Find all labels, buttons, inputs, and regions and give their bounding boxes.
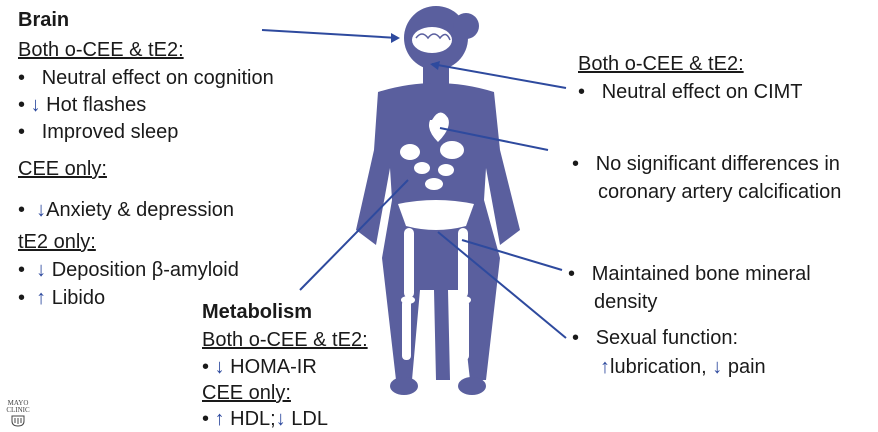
down-arrow-icon: ↓ [36, 199, 46, 221]
bone-text-2: density [594, 290, 657, 314]
sexual-text: Sexual function: [596, 327, 738, 349]
down-arrow-icon: ↓ [36, 259, 46, 281]
right-both-label: Both o-CEE & tE2: [578, 52, 744, 76]
cac-item: • No significant differences in [572, 152, 840, 176]
brain-both-label: Both o-CEE & tE2: [18, 38, 184, 62]
brain-item: • Neutral effect on cognition [18, 66, 274, 90]
bullet: • [572, 327, 579, 349]
bone-text-1: Maintained bone mineral [592, 263, 811, 285]
brain-cee-only-label: CEE only: [18, 157, 107, 181]
brain-te2-item: • ↓ Deposition β-amyloid [18, 258, 239, 282]
metabolism-heading: Metabolism [202, 300, 312, 324]
bullet: • [568, 263, 575, 285]
cimt-item: • Neutral effect on CIMT [578, 80, 803, 104]
bullet: • [18, 259, 25, 281]
cac-text-2: coronary artery calcification [598, 180, 841, 204]
bullet: • [578, 81, 585, 103]
brain-item: • Improved sleep [18, 120, 178, 144]
down-arrow-icon: ↓ [31, 94, 41, 116]
ldl-text: LDL [291, 408, 328, 430]
metabolism-cee-item: • ↑ HDL;↓ LDL [202, 407, 328, 431]
brain-cee-item: • ↓Anxiety & depression [18, 198, 234, 222]
bullet: • [18, 199, 25, 221]
up-arrow-icon: ↑ [215, 408, 225, 430]
brain-item: • ↓ Hot flashes [18, 93, 146, 117]
down-arrow-icon: ↓ [215, 356, 225, 378]
metabolism-item: • ↓ HOMA-IR [202, 355, 317, 379]
metabolism-item-text: HOMA-IR [230, 356, 317, 378]
cimt-text: Neutral effect on CIMT [602, 81, 803, 103]
bullet: • [18, 67, 25, 89]
metabolism-both-label: Both o-CEE & tE2: [202, 328, 368, 352]
bullet: • [202, 408, 209, 430]
metabolism-cee-only-label: CEE only: [202, 381, 291, 405]
sexual-item: • Sexual function: [572, 326, 738, 350]
brain-heading: Brain [18, 8, 69, 32]
brain-item-text: Improved sleep [42, 121, 179, 143]
brain-te2-item: • ↑ Libido [18, 286, 105, 310]
brain-te2-item-text: Libido [52, 287, 105, 309]
bullet: • [202, 356, 209, 378]
up-arrow-icon: ↑ [600, 356, 610, 378]
down-arrow-icon: ↓ [712, 356, 722, 378]
pain-text: pain [728, 356, 766, 378]
hdl-text: HDL; [230, 408, 276, 430]
bullet: • [18, 121, 25, 143]
shield-icon [11, 415, 25, 427]
brain-organ [412, 27, 452, 53]
brain-item-text: Hot flashes [46, 94, 146, 116]
bullet: • [18, 287, 25, 309]
up-arrow-icon: ↑ [36, 287, 46, 309]
lubrication-text: lubrication, [610, 356, 707, 378]
brain-cee-item-text: Anxiety & depression [46, 199, 234, 221]
bone-item: • Maintained bone mineral [568, 262, 811, 286]
logo-line-2: CLINIC [6, 407, 30, 414]
cac-text-1: No significant differences in [596, 153, 840, 175]
down-arrow-icon: ↓ [276, 408, 286, 430]
bullet: • [18, 94, 25, 116]
brain-te2-item-text: Deposition β-amyloid [52, 259, 239, 281]
mayo-clinic-logo: MAYO CLINIC [6, 400, 30, 427]
sexual-detail: ↑lubrication, ↓ pain [600, 355, 766, 379]
bullet: • [572, 153, 579, 175]
brain-te2-only-label: tE2 only: [18, 230, 96, 254]
brain-item-text: Neutral effect on cognition [42, 67, 274, 89]
